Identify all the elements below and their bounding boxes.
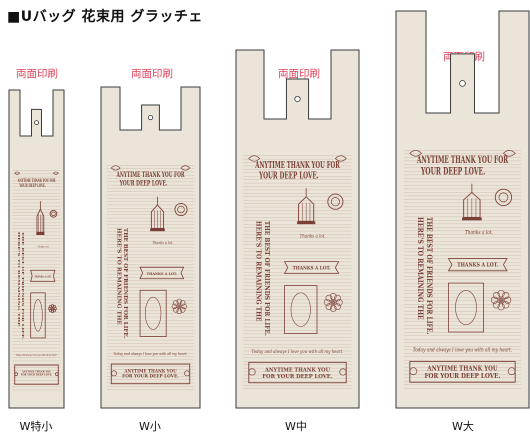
print-headline: YOUR DEEP LOVE. — [258, 171, 318, 182]
bag-body — [395, 10, 530, 409]
print-footer: FOR YOUR DEEP LOVE. — [21, 373, 52, 377]
print-tagline: Today and always I love you with all my … — [251, 349, 343, 355]
print-headline: YOUR DEEP LOVE. — [19, 183, 47, 188]
print-headline: ANYTIME THANK YOU FOR — [17, 178, 56, 183]
print-tagline: Today and always I love you with all my … — [113, 351, 187, 356]
print-footer: FOR YOUR DEEP LOVE. — [122, 374, 179, 380]
hang-hole — [459, 80, 466, 87]
size-label: W大 — [452, 420, 474, 433]
print-small-title: Thanks a lot. — [152, 240, 173, 245]
print-vertical-text: THE BEST OF FRIENDS FOR LIFE. — [122, 228, 128, 339]
print-banner: THANKS A LOT. — [147, 271, 178, 276]
size-label: W中 — [285, 420, 307, 433]
print-small-title: Thanks a lot. — [465, 230, 493, 236]
print-label: 両面印刷 — [278, 68, 320, 80]
print-footer: ANYTIME THANK YOU — [427, 365, 498, 373]
hang-hole — [294, 95, 301, 103]
print-headline: YOUR DEEP LOVE. — [420, 167, 485, 178]
hang-hole — [34, 120, 39, 126]
size-label: W特小 — [19, 420, 53, 433]
bag-body — [100, 86, 201, 409]
print-headline: ANYTIME THANK YOU FOR — [255, 160, 340, 171]
print-small-title: Thanks a lot. — [300, 234, 326, 240]
print-tagline: Today and always I love you with all my … — [413, 348, 513, 354]
print-label: 両面印刷 — [131, 68, 173, 80]
bag-body — [8, 89, 65, 409]
print-banner: THANKS A LOT. — [457, 263, 498, 269]
print-footer: ANYTIME THANK YOU — [264, 366, 330, 373]
print-vertical-text: THE BEST OF FRIENDS FOR LIFE. — [263, 221, 271, 336]
hang-hole — [147, 114, 154, 121]
print-footer: FOR YOUR DEEP LOVE. — [262, 373, 332, 380]
bag-body — [235, 49, 360, 409]
print-vertical-text: HERE'S TO REMAINING THE — [416, 217, 425, 320]
print-tagline: Today and always I love you with all my … — [16, 354, 57, 357]
print-vertical-text: THE BEST OF FRIENDS FOR LIFE. — [21, 232, 25, 340]
print-vertical-text: HERE'S TO REMAINING THE — [115, 228, 121, 325]
page-title: ■Uバッグ 花束用 グラッチェ — [7, 9, 203, 25]
print-vertical-text: HERE'S TO REMAINING THE — [17, 232, 21, 328]
print-footer: ANYTIME THANK YOU — [21, 370, 51, 374]
print-headline: ANYTIME THANK YOU FOR — [116, 170, 185, 179]
print-label: 両面印刷 — [16, 68, 58, 80]
print-headline: ANYTIME THANK YOU FOR — [416, 155, 508, 166]
print-headline: YOUR DEEP LOVE. — [119, 179, 168, 188]
print-small-title: Thanks a lot. — [37, 246, 49, 249]
print-vertical-text: HERE'S TO REMAINING THE — [254, 221, 262, 322]
print-banner: THANKS A LOT. — [293, 266, 331, 272]
print-footer: ANYTIME THANK YOU — [124, 368, 178, 374]
size-label: W小 — [139, 420, 161, 433]
print-footer: FOR YOUR DEEP LOVE. — [424, 372, 500, 380]
print-vertical-text: THE BEST OF FRIENDS FOR LIFE. — [425, 217, 434, 335]
print-banner: THANKS A LOT. — [34, 276, 51, 279]
